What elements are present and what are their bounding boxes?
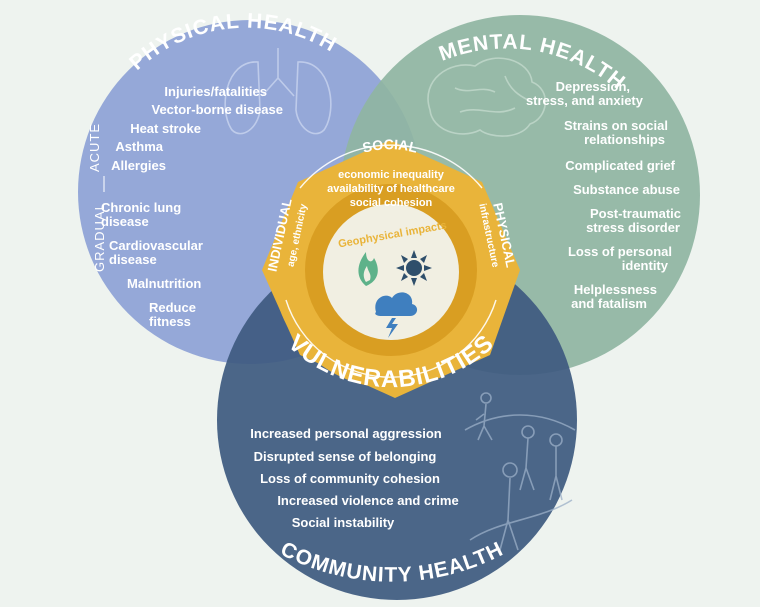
social-line: availability of healthcare [327,183,455,195]
list-item: Reduce [149,300,196,315]
list-item: Allergies [111,158,166,173]
social-line: social cohesion [350,197,433,209]
community-health-list: Increased personal aggression Disrupted … [250,426,458,530]
list-item: Depression, [556,79,630,94]
physical-gradual-list: Chronic lung disease Cardiovascular dise… [101,200,203,329]
list-item: Vector-borne disease [152,102,284,117]
list-item: Heat stroke [130,121,201,136]
list-item: Increased personal aggression [250,426,442,441]
list-item: Post-traumatic [590,206,681,221]
list-item: Substance abuse [573,182,680,197]
people-walking-icon [464,392,576,551]
list-item: Loss of personal [568,244,672,259]
list-item: Increased violence and crime [277,493,458,508]
vulnerabilities-hub [262,140,520,398]
list-item: Injuries/fatalities [164,84,267,99]
physical-acute-list: Injuries/fatalities Vector-borne disease… [111,84,283,173]
list-item: Strains on social [564,118,668,133]
mental-health-list: Depression, stress, and anxiety Strains … [526,79,681,311]
list-item: disease [109,252,157,267]
list-item: identity [622,258,669,273]
list-item: Helplessness [574,282,657,297]
list-item: stress, and anxiety [526,93,644,108]
gradual-label: GRADUAL [92,202,107,272]
list-item: fitness [149,314,191,329]
list-item: Asthma [115,139,163,154]
list-item: Chronic lung [101,200,181,215]
lungs-icon [224,48,332,135]
list-item: Malnutrition [127,276,201,291]
storm-cloud-icon [375,292,418,338]
brain-icon [427,57,547,137]
list-item: stress disorder [586,220,680,235]
list-item: Cardiovascular [109,238,203,253]
fire-icon [358,252,378,286]
social-line: economic inequality [338,169,445,181]
list-item: Disrupted sense of belonging [254,449,437,464]
list-item: Loss of community cohesion [260,471,440,486]
social-title: SOCIAL [361,136,420,156]
acute-label: ACUTE [87,123,102,172]
list-item: relationships [584,132,665,147]
sun-icon [396,250,432,286]
list-item: Social instability [292,515,395,530]
list-item: and fatalism [571,296,647,311]
list-item: Complicated grief [565,158,675,173]
list-item: disease [101,214,149,229]
